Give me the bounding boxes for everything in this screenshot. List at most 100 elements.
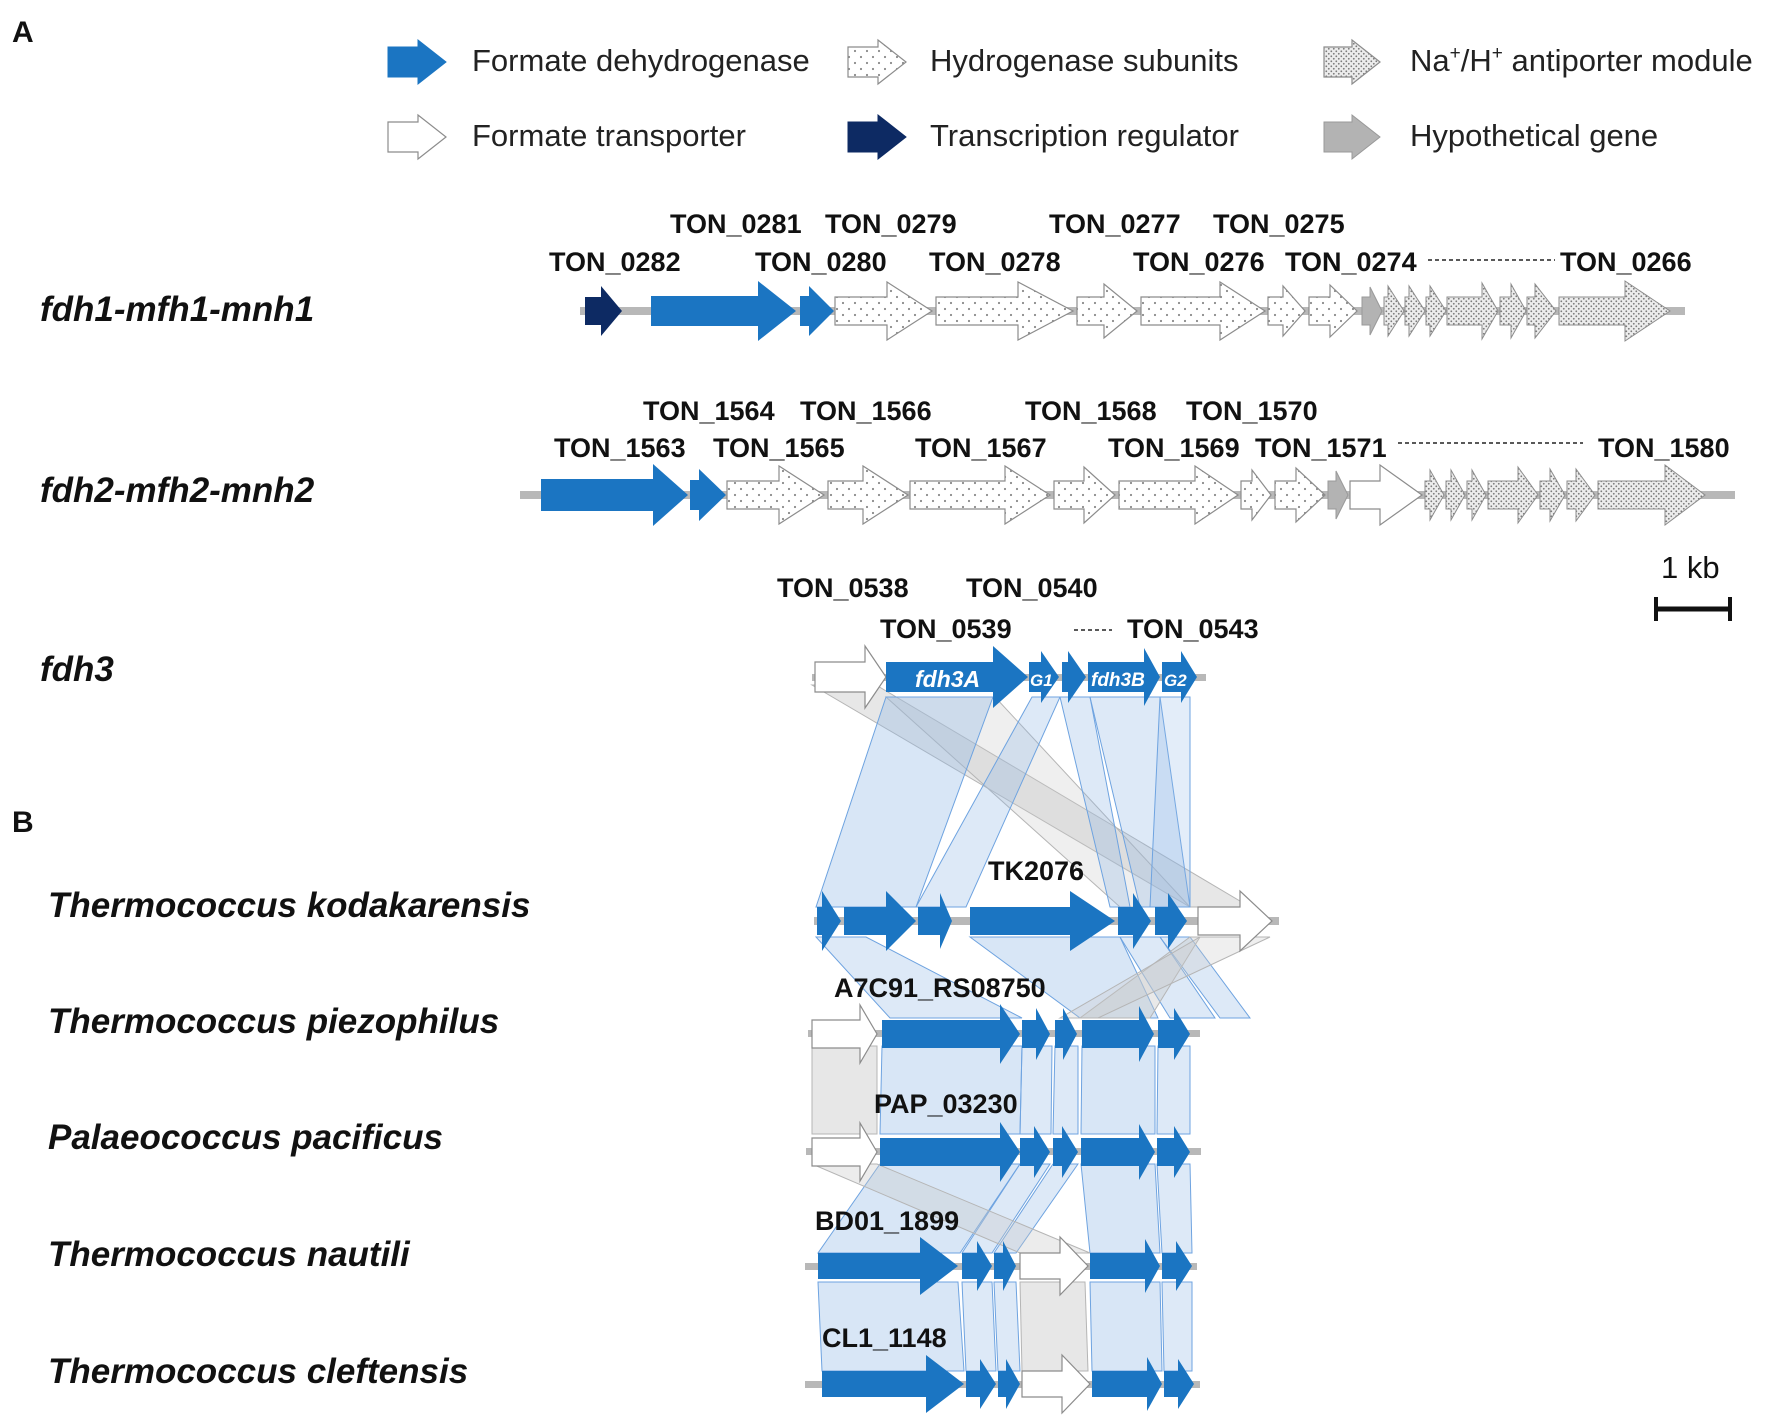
gene-label: TON_0540 <box>966 573 1098 603</box>
fdh-gene <box>1155 893 1187 949</box>
fdh-gene <box>1062 651 1086 703</box>
antiporter-gene <box>1597 464 1706 526</box>
cluster-p-pacificus <box>806 1120 1201 1184</box>
antiporter-gene <box>1526 282 1557 340</box>
formate-transporter-gene <box>1197 889 1273 953</box>
legend-item-antiporter-module: Na+/H+ antiporter module <box>1323 38 1753 86</box>
hydrogenase-gene <box>1140 280 1267 342</box>
gene-label: TON_1571 <box>1255 433 1387 463</box>
cluster-fdh3: fdh3A G1 fdh3B G2 <box>812 644 1206 710</box>
gene-label: TON_1565 <box>713 433 845 463</box>
hydrogenase-gene <box>909 464 1052 526</box>
fdh-gene <box>800 286 834 336</box>
panel-label-a: A <box>12 16 34 49</box>
cluster-t-kodakarensis <box>814 889 1279 953</box>
gene-label: TON_1569 <box>1108 433 1240 463</box>
gene-label: TON_0282 <box>549 247 681 277</box>
fdh-gene <box>1162 1241 1192 1291</box>
homology-link <box>961 1281 997 1372</box>
gene-label: TON_1564 <box>643 396 775 426</box>
antiporter-gene <box>1425 284 1447 338</box>
formate-transporter-swatch <box>387 113 447 161</box>
hydrogenase-swatch <box>847 38 907 86</box>
gene-label: TON_0274 <box>1285 247 1417 277</box>
fdh-gene <box>1164 1359 1194 1409</box>
fdh-gene <box>1082 1006 1154 1062</box>
fdh-gene <box>1055 1008 1077 1060</box>
homology-link <box>1156 1163 1193 1254</box>
formate-transporter-gene <box>811 1002 878 1066</box>
gene-label: TK2076 <box>988 856 1084 886</box>
gene-label: TON_0279 <box>825 209 957 239</box>
antiporter-gene <box>1558 280 1671 342</box>
legend-label: Hypothetical gene <box>1410 118 1658 153</box>
homology-links <box>810 684 1271 1372</box>
fdh-gene <box>1090 1239 1160 1293</box>
hydrogenase-gene <box>1267 284 1306 338</box>
cluster-title: fdh3 <box>40 650 114 689</box>
legend-label: Hydrogenase subunits <box>930 43 1238 78</box>
gene-label: TON_0280 <box>755 247 887 277</box>
gene-label: TON_1566 <box>800 396 932 426</box>
hydrogenase-gene <box>1274 466 1326 524</box>
hydrogenase-gene <box>726 464 826 526</box>
fdh-gene <box>1081 1124 1155 1180</box>
formate-transporter-gene <box>1019 1235 1089 1297</box>
fdh-gene <box>541 464 688 526</box>
fdh-gene <box>962 1241 992 1291</box>
legend-label: Formate dehydrogenase <box>472 43 810 78</box>
fdh-gene <box>880 1122 1020 1182</box>
homology-link <box>1080 1163 1161 1254</box>
formate-dehydrogenase-swatch <box>387 38 447 86</box>
fdh-gene <box>1092 1357 1162 1411</box>
hypothetical-gene <box>1361 286 1383 336</box>
antiporter-gene <box>1499 282 1527 340</box>
gene-label: PAP_03230 <box>874 1089 1018 1119</box>
fdh-gene <box>882 1004 1020 1064</box>
cluster-t-piezophilus <box>808 1002 1200 1066</box>
gene-label: TON_0539 <box>880 614 1012 644</box>
legend-label: Formate transporter <box>472 118 746 153</box>
fdh-gene <box>822 1355 964 1413</box>
fdh-gene <box>1088 648 1160 706</box>
homology-link <box>993 1281 1021 1372</box>
legend-item-transcription-regulator: Transcription regulator <box>847 113 1239 161</box>
homology-link <box>817 1281 965 1372</box>
homology-link <box>1089 1281 1163 1372</box>
gene-label: TON_1568 <box>1025 396 1157 426</box>
fdh-gene <box>966 1359 996 1409</box>
legend-label: Transcription regulator <box>930 118 1239 153</box>
fdh-gene <box>886 646 1028 708</box>
antiporter-gene <box>1383 284 1405 338</box>
species-name: Thermococcus nautili <box>48 1235 411 1274</box>
legend-item-formate-dehydrogenase: Formate dehydrogenase <box>387 38 810 86</box>
cluster-t-nautili <box>805 1235 1197 1297</box>
hydrogenase-gene <box>1118 464 1240 526</box>
cluster-title: fdh1-mfh1-mnh1 <box>40 290 314 329</box>
fdh-gene <box>1022 1008 1050 1060</box>
cluster-t-cleftensis <box>805 1353 1200 1415</box>
species-name: Thermococcus kodakarensis <box>48 886 530 925</box>
regulator-swatch <box>847 113 907 161</box>
gene-label: TON_0266 <box>1560 247 1692 277</box>
homology-link <box>1080 1045 1156 1135</box>
gene-label: A7C91_RS08750 <box>834 973 1046 1003</box>
hydrogenase-gene <box>1240 468 1272 522</box>
homology-link <box>1149 696 1191 908</box>
gene-label: TON_0538 <box>777 573 909 603</box>
legend: Formate dehydrogenase Hydrogenase subuni… <box>387 38 1753 161</box>
fdh-gene <box>1029 651 1059 703</box>
hydrogenase-gene <box>1053 465 1116 525</box>
cluster-fdh1 <box>580 259 1685 342</box>
homology-link <box>1052 1045 1079 1135</box>
formate-transporter-gene <box>1021 1353 1091 1415</box>
gene-label: TON_0275 <box>1213 209 1345 239</box>
formate-transporter-gene <box>811 1120 878 1184</box>
gene-inner-label: G2 <box>1164 671 1187 690</box>
fdh-gene <box>998 1359 1020 1409</box>
antiporter-gene <box>1466 468 1487 522</box>
fdh-gene <box>970 891 1115 951</box>
antiporter-gene <box>1566 467 1596 523</box>
gene-label: TON_0277 <box>1049 209 1181 239</box>
